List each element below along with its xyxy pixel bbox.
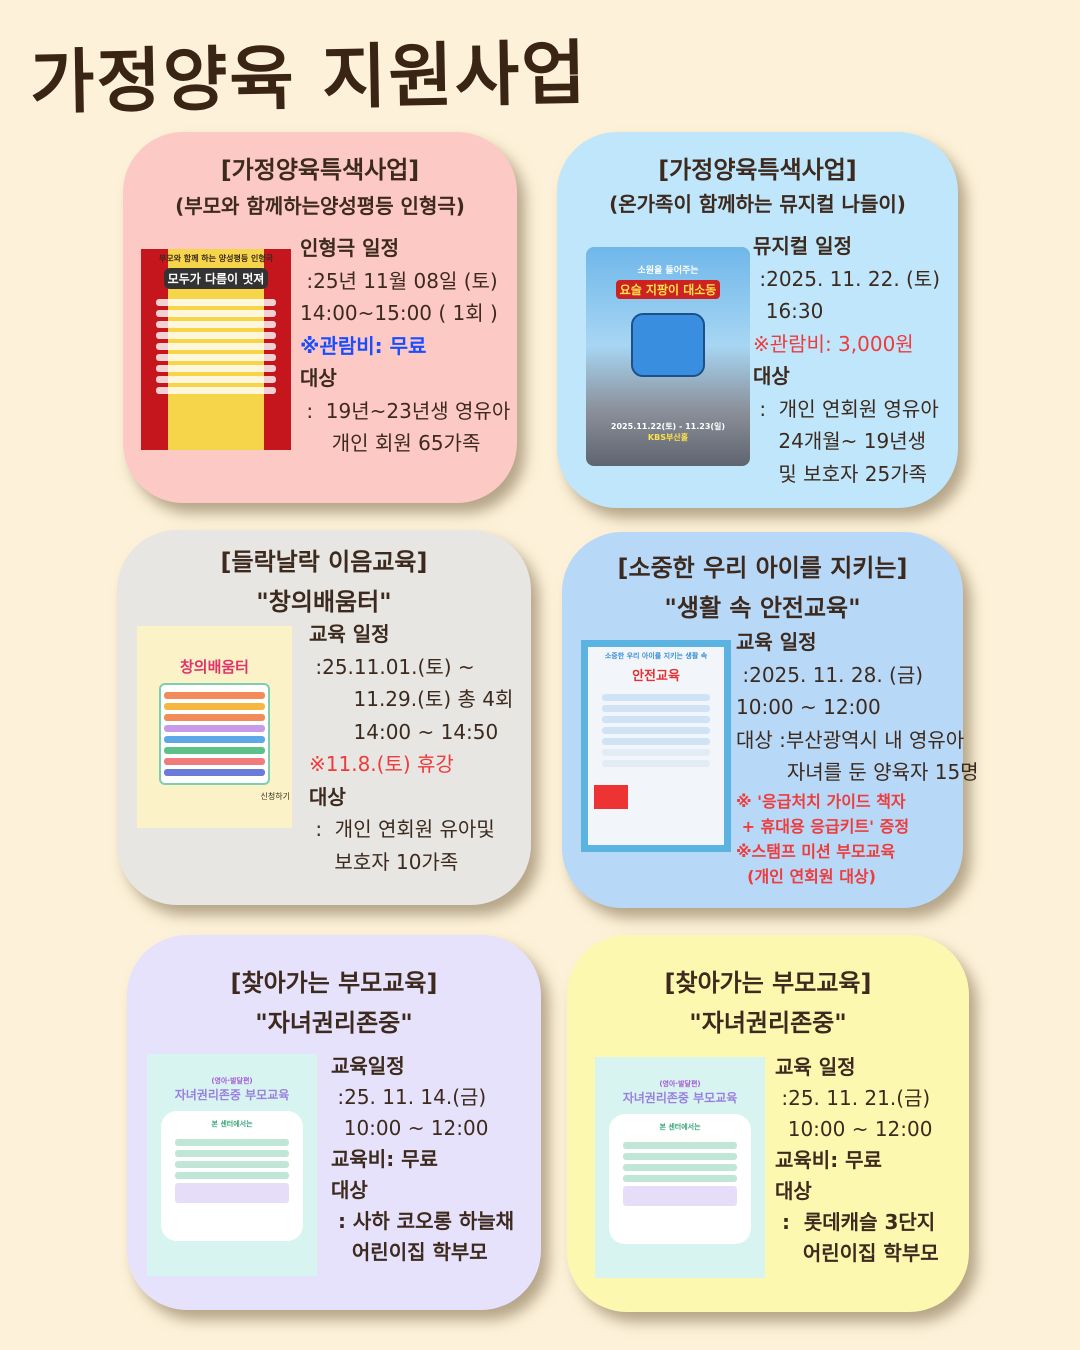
- schedule-date: :2025. 11. 28. (금): [736, 662, 924, 687]
- schedule-label: 교육일정: [331, 1054, 405, 1078]
- target-text: 대상 :부산광역시 내 영유아: [736, 727, 965, 752]
- poster-caption: 소원을 들어주는: [637, 266, 699, 276]
- info-text: 교육일정 :25. 11. 14.(금) 10:00 ~ 12:00 교육비: 무…: [331, 1051, 514, 1268]
- poster-date: 2025.11.22(토) - 11.23(일): [610, 422, 726, 431]
- poster-caption: (영아·발달편): [659, 1080, 701, 1088]
- card-musical: [가정양육특색사업] (온가족이 함께하는 뮤지컬 나들이) 소원을 들어주는 …: [557, 132, 958, 508]
- schedule-time: 10:00 ~ 12:00: [775, 1117, 933, 1141]
- schedule-time: 14:00~15:00 ( 1회 ): [300, 301, 498, 325]
- fee-note: ※관람비: 무료: [300, 333, 427, 358]
- target-text: 어린이집 학부모: [775, 1241, 939, 1265]
- fee-text: 교육비: 무료: [775, 1148, 882, 1172]
- stamp-note: ※스탬프 미션 부모교육: [736, 841, 896, 861]
- card-title: [찾아가는 부모교육]: [664, 969, 872, 997]
- info-text: 교육 일정 :2025. 11. 28. (금) 10:00 ~ 12:00 대상 …: [736, 626, 979, 889]
- poster-caption: 소중한 우리 아이를 지키는 생활 속: [604, 652, 708, 660]
- page-title: 가정양육 지원사업: [29, 31, 589, 124]
- info-text: 인형극 일정 :25년 11월 08일 (토) 14:00~15:00 ( 1회 …: [300, 232, 510, 460]
- target-label: 대상: [775, 1179, 812, 1203]
- card-subtitle: "자녀권리존중": [255, 1009, 413, 1037]
- card-title: [찾아가는 부모교육]: [230, 969, 438, 997]
- poster-caption: (영아·발달편): [211, 1077, 253, 1085]
- card-parent-education-1: [찾아가는 부모교육] "자녀권리존중" (영아·발달편) 자녀권리존중 부모교…: [127, 935, 541, 1310]
- poster-title: 안전교육: [632, 669, 680, 684]
- schedule-time: 10:00 ~ 12:00: [736, 695, 881, 719]
- schedule-date: :25. 11. 14.(금): [331, 1085, 487, 1109]
- card-subtitle: (부모와 함께하는양성평등 인형극): [175, 194, 465, 218]
- first-aid-kit-illustration: [594, 785, 628, 809]
- schedule-label: 인형극 일정: [300, 236, 399, 260]
- card-subtitle: "생활 속 안전교육": [664, 594, 861, 622]
- poster-image: (영아·발달편) 자녀권리존중 부모교육 본 센터에서는: [595, 1057, 765, 1278]
- target-label: 대상: [300, 366, 337, 390]
- poster-image: 부모와 함께 하는 양성평등 인형극 모두가 다름이 멋져: [141, 249, 291, 450]
- target-label: 대상: [753, 364, 790, 388]
- schedule-time: 16:30: [753, 299, 824, 323]
- card-title: [들락날락 이음교육]: [220, 548, 428, 576]
- schedule-label: 교육 일정: [775, 1055, 856, 1079]
- target-text: 개인 회원 65가족: [300, 431, 481, 455]
- info-text: 교육 일정 :25. 11. 21.(금) 10:00 ~ 12:00 교육비: …: [775, 1052, 939, 1269]
- poster-body: 본 센터에서는: [659, 1123, 701, 1131]
- info-text: 교육 일정 :25.11.01.(토) ~ 11.29.(토) 총 4회 14:…: [309, 618, 513, 878]
- schedule-time: 10:00 ~ 12:00: [331, 1116, 489, 1140]
- gift-note: + 휴대용 응급키트' 증정: [736, 816, 910, 836]
- poster-image: 소중한 우리 아이를 지키는 생활 속 안전교육: [581, 640, 731, 852]
- target-text: : 19년~23년생 영유아: [300, 398, 511, 423]
- target-text: 및 보호자 25가족: [753, 461, 927, 486]
- fee-note: ※관람비: 3,000원: [753, 331, 914, 356]
- target-text: : 사하 코오롱 하늘채: [331, 1209, 515, 1233]
- schedule-date: :25.11.01.(토) ~: [309, 654, 475, 679]
- card-title: [가정양육특색사업]: [658, 156, 857, 184]
- schedule-date: :25년 11월 08일 (토): [300, 268, 498, 293]
- gift-note: ※ '응급처치 가이드 책자: [736, 791, 906, 811]
- card-title: [소중한 우리 아이를 지키는]: [617, 554, 908, 582]
- poster-title: 요술 지팡이 대소동: [615, 280, 721, 299]
- card-puppet-show: [가정양육특색사업] (부모와 함께하는양성평등 인형극) 부모와 함께 하는 …: [123, 132, 517, 503]
- poster-venue: KBS부산홀: [647, 433, 689, 442]
- poster-title: 자녀권리존중 부모교육: [622, 1091, 738, 1105]
- card-subtitle: (온가족이 함께하는 뮤지컬 나들이): [609, 192, 906, 216]
- poster-title: 모두가 다름이 멋져: [163, 268, 269, 289]
- schedule-date: :2025. 11. 22. (토): [753, 266, 941, 291]
- poster-image: (영아·발달편) 자녀권리존중 부모교육 본 센터에서는: [147, 1054, 317, 1276]
- schedule-label: 뮤지컬 일정: [753, 234, 852, 258]
- target-text: : 개인 연회원 유아및: [309, 817, 495, 841]
- target-label: 대상: [309, 784, 346, 809]
- fee-text: 교육비: 무료: [331, 1147, 438, 1171]
- holiday-note: ※11.8.(토) 휴강: [309, 752, 454, 776]
- card-subtitle: "창의배움터": [256, 588, 392, 616]
- target-label: 대상: [331, 1178, 368, 1202]
- schedule-label: 교육 일정: [736, 630, 817, 654]
- poster-title: 자녀권리존중 부모교육: [174, 1088, 290, 1102]
- card-creative-class: [들락날락 이음교육] "창의배움터" 창의배움터 신청하기 교육 일정 :25…: [117, 530, 531, 905]
- poster-image: 창의배움터 신청하기: [137, 626, 292, 828]
- target-text: : 롯데캐슬 3단지: [775, 1210, 936, 1234]
- poster-caption: 부모와 함께 하는 양성평등 인형극: [158, 254, 274, 263]
- poster-body: 본 센터에서는: [211, 1120, 253, 1128]
- target-text: : 개인 연회원 영유아: [753, 396, 939, 421]
- schedule-time: 14:00 ~ 14:50: [309, 719, 499, 744]
- info-text: 뮤지컬 일정 :2025. 11. 22. (토) 16:30 ※관람비: 3,0…: [753, 230, 940, 490]
- poster-title: 창의배움터: [179, 658, 249, 676]
- target-text: 보호자 10가족: [309, 849, 459, 874]
- schedule-label: 교육 일정: [309, 622, 390, 646]
- target-text: 자녀를 둔 양육자 15명: [736, 760, 979, 784]
- card-title: [가정양육특색사업]: [220, 156, 420, 184]
- target-text: 어린이집 학부모: [331, 1240, 488, 1264]
- card-parent-education-2: [찾아가는 부모교육] "자녀권리존중" (영아·발달편) 자녀권리존중 부모교…: [567, 935, 969, 1312]
- schedule-date: :25. 11. 21.(금): [775, 1086, 931, 1110]
- card-safety-education: [소중한 우리 아이를 지키는] "생활 속 안전교육" 소중한 우리 아이를 …: [562, 532, 979, 908]
- poster-side-text: 신청하기: [260, 792, 290, 801]
- poster-image: 소원을 들어주는 요술 지팡이 대소동 2025.11.22(토) - 11.2…: [586, 247, 750, 466]
- target-text: 24개월~ 19년생: [753, 429, 927, 453]
- stamp-note: (개인 연회원 대상): [736, 866, 876, 886]
- card-subtitle: "자녀권리존중": [689, 1009, 847, 1037]
- schedule-date-end: 11.29.(토) 총 4회: [309, 687, 514, 711]
- bus-illustration: [631, 313, 705, 377]
